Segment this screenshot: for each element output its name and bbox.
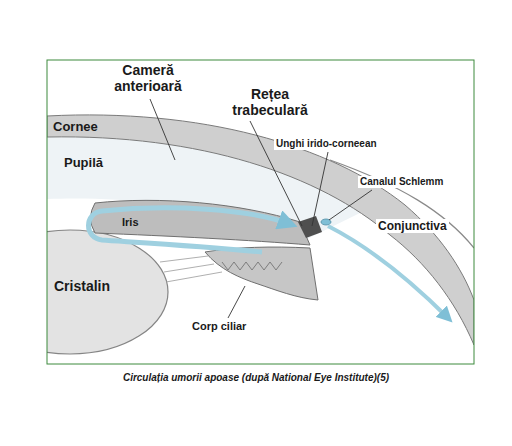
lens-shape <box>47 230 168 354</box>
ciliary-body <box>205 247 318 300</box>
zonule-fibres <box>160 256 222 282</box>
part-label: Iris <box>120 216 141 229</box>
conjunctiva-line <box>330 160 474 248</box>
part-label: Canalul Schlemm <box>358 176 445 188</box>
part-label: Rețea trabeculară <box>222 86 318 118</box>
eye-section <box>47 115 474 354</box>
part-label: Cristalin <box>52 278 112 294</box>
part-label: Pupilă <box>62 155 105 170</box>
frame-border <box>47 60 474 364</box>
part-label: Cornee <box>51 119 100 134</box>
leader-lines <box>150 99 372 318</box>
region-label: Cameră anterioară <box>98 62 198 94</box>
part-label: Corp ciliar <box>190 320 248 333</box>
ciliary-folds <box>222 262 282 270</box>
aqueous-flow-arrow <box>89 208 291 252</box>
figure-caption: Circulația umorii apoase (după National … <box>0 372 512 383</box>
part-label: Conjunctiva <box>376 219 449 233</box>
trabecular-meshwork <box>298 216 322 238</box>
part-label: Unghi irido-corneean <box>274 138 379 150</box>
aqueous-outflow-arrow <box>328 226 448 318</box>
